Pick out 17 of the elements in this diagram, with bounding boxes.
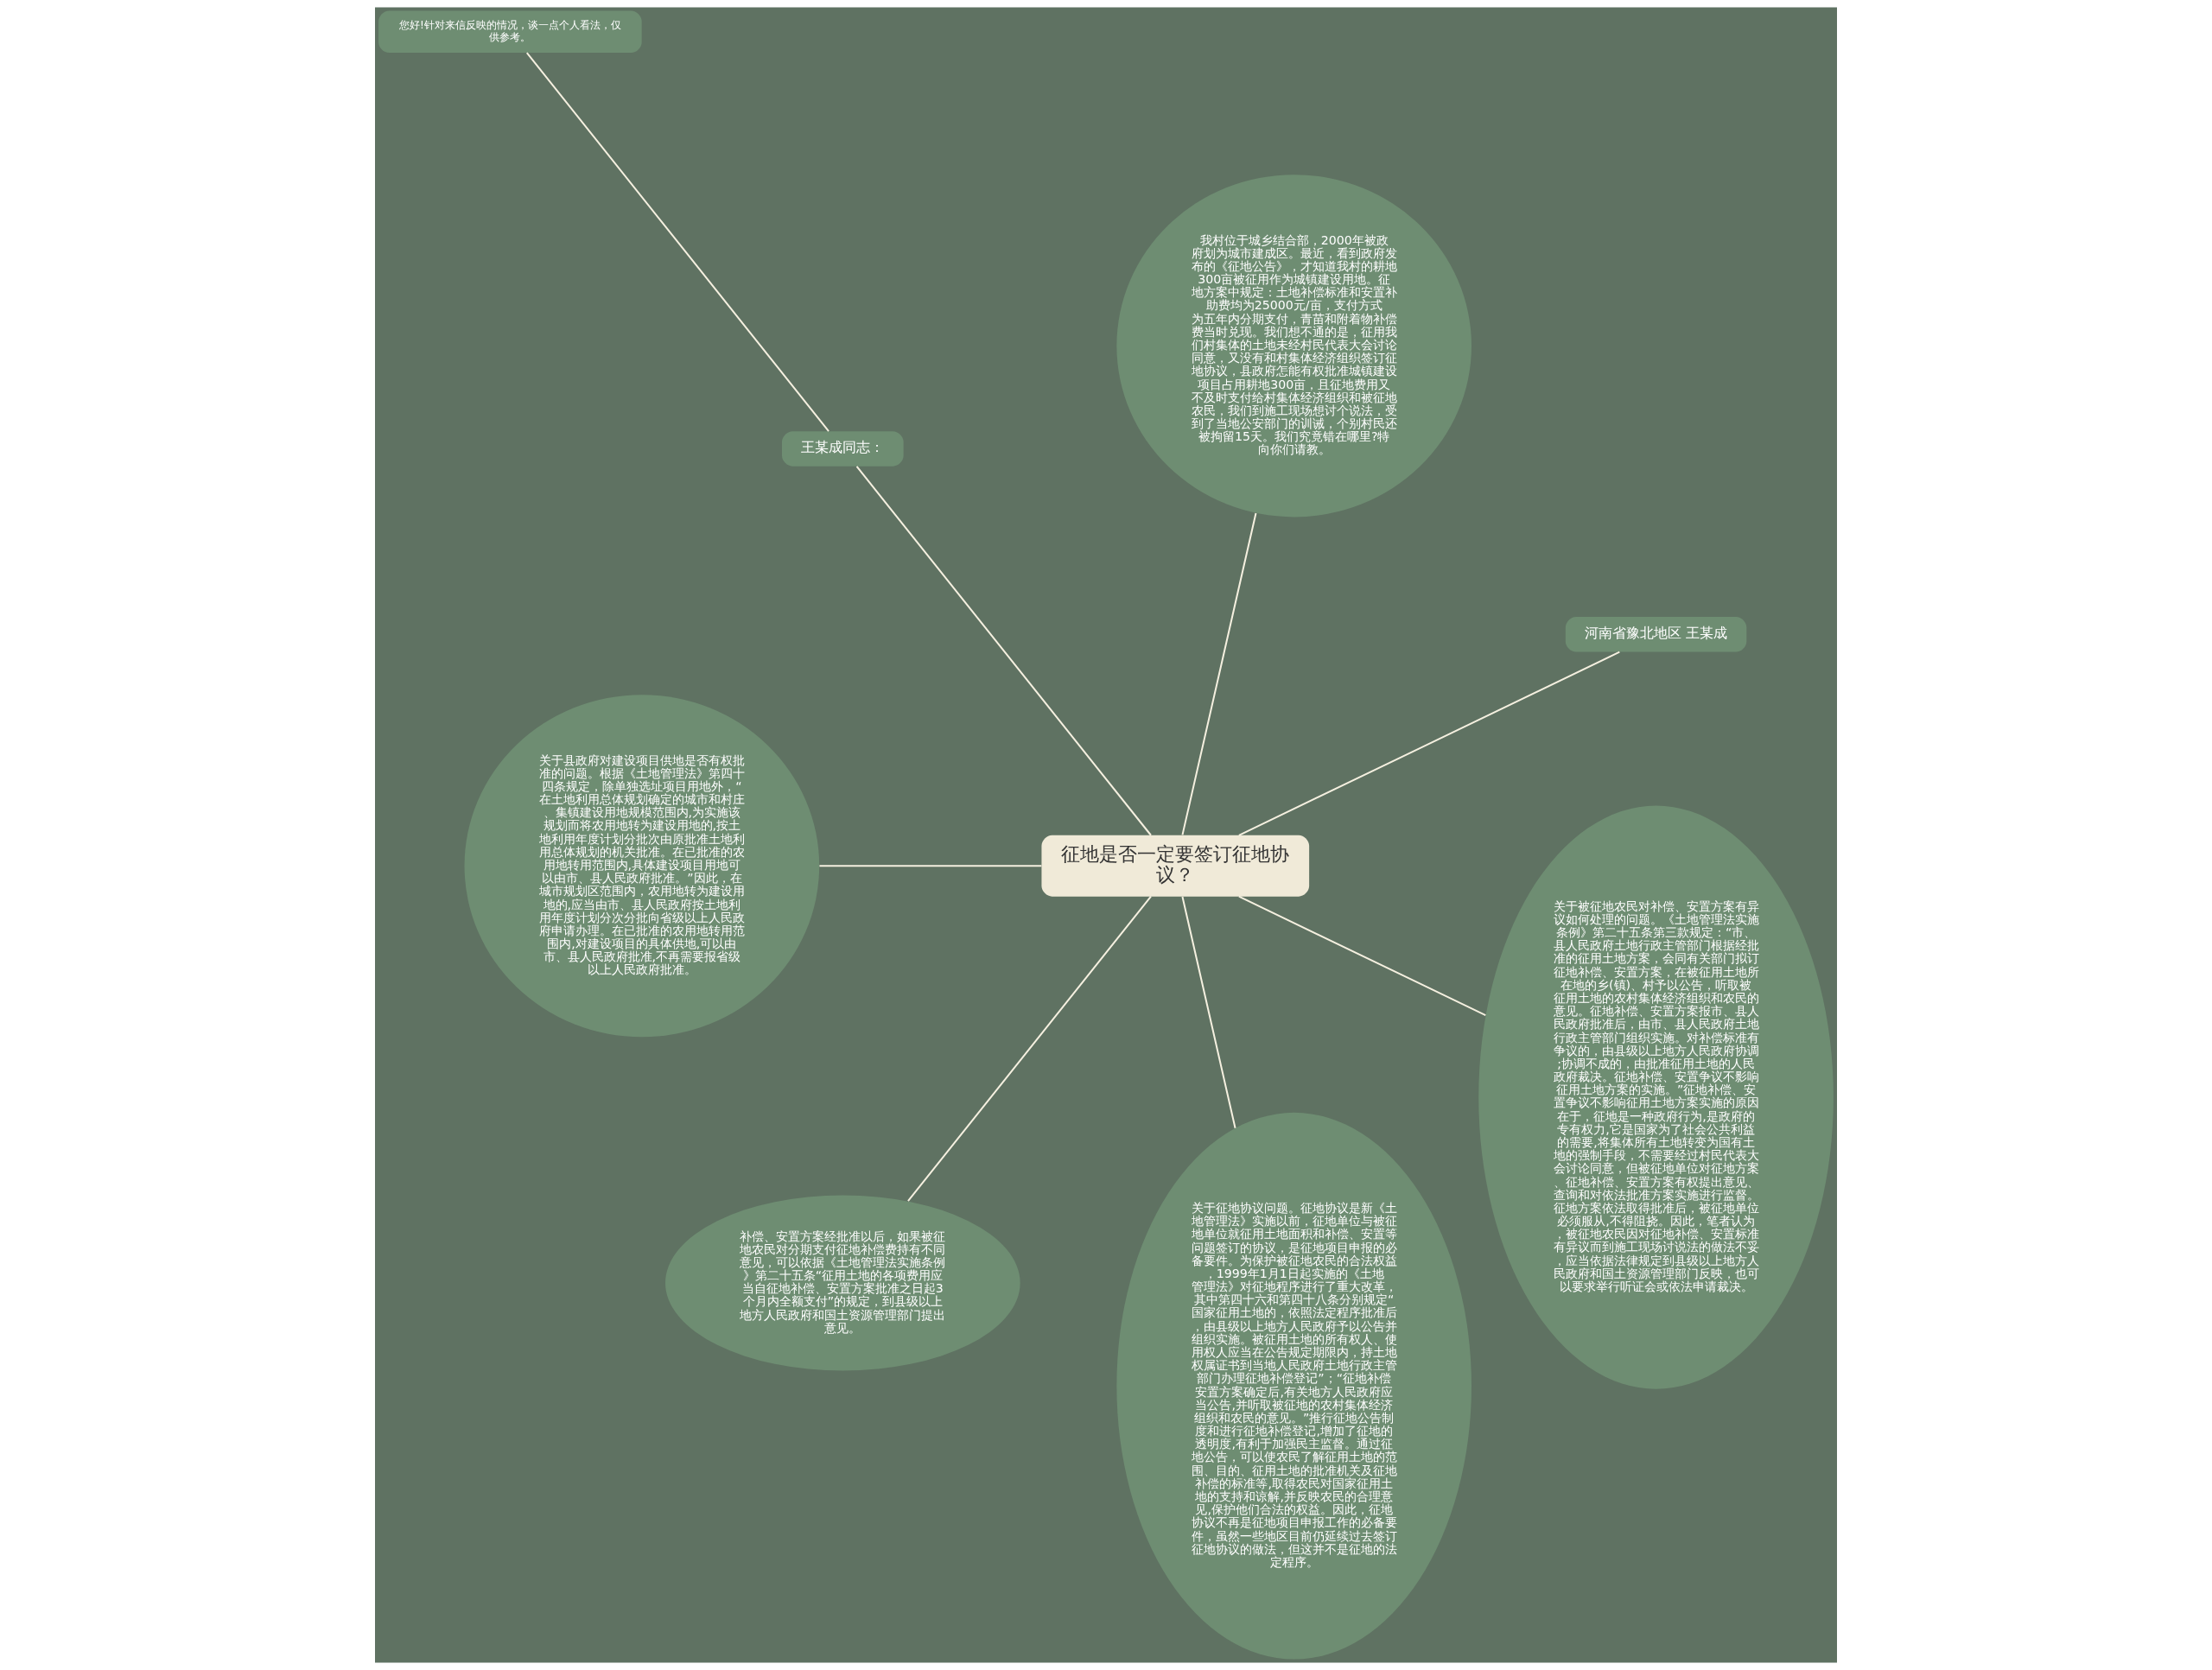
node-circle: 我村位于城乡结合部，2000年被政府划为城市建成区。最近，看到政府发布的《征地公告》，才知道我村的耕地300亩被征用作为城镇建设用地。征地方案中规定：土地补偿标准和安置补助费均为25000元/亩，支付方式为五年内分期支付，青苗和附着物补偿费当时兑现。我们想不通的是，征用我们村集体的土地未经村民代表大会讨论同意，又没有和村集体经济组织签订征地协议，县政府怎能有权批准城镇建设项目占用耕地300亩，且征地费用又不及时支付给村集体经济组织和被征地农民，我们到施工现场想讨个说法，受到了当地公安部门的训诫，个别村民还被拘留15天。我们究竟错在哪里?特向你们请教。: [1116, 175, 1471, 518]
connector: [1238, 651, 1620, 836]
connector: [855, 466, 1152, 836]
node-box: 征地是否一定要签订征地协议？: [1041, 835, 1310, 897]
connector: [526, 52, 830, 432]
connector: [1181, 512, 1257, 835]
node-box: 河南省豫北地区 王某成: [1565, 617, 1747, 652]
node-box: 您好!针对来信反映的情况，谈一点个人看法，仅供参考。: [378, 10, 642, 54]
node-circle: 关于县政府对建设项目供地是否有权批准的问题。根据《土地管理法》第四十四条规定，除单独选址项目用地外，“在土地利用总体规划确定的城市和村庄、集镇建设用地规模范围内,为实施该规划而将农用地转为建设用地的,按土地利用年度计划分批次由原批准土地利用总体规划的机关批准。在已批准的农用地转用范围内,具体建设项目用地可以由市、县人民政府批准。”因此，在城市规划区范围内，农用地转为建设用地的,应当由市、县人民政府按土地利用年度计划分次分批向省级以上人民政府申请办理。在已批准的农用地转用范围内,对建设项目的具体供地,可以由市、县人民政府批准,不再需要报省级以上人民政府批准。: [464, 695, 820, 1038]
connector: [1181, 896, 1236, 1128]
node-ellipse: 补偿、安置方案经批准以后，如果被征地农民对分期支付征地补偿费持有不同意见，可以依据《土地管理法实施条例》第二十五条“征用土地的各项费用应当自征地补偿、安置方案批准之日起3个月内全额支付”的规定，到县级以上地方人民政府和国土资源管理部门提出意见。: [665, 1195, 1020, 1371]
node-ellipse: 关于被征地农民对补偿、安置方案有异议如何处理的问题。《土地管理法实施条例》第二十五条第三款规定：“市、县人民政府土地行政主管部门根据经批准的征用土地方案，会同有关部门拟订征地补偿、安置方案，在被征用土地所在地的乡(镇)、村予以公告，听取被征用土地的农村集体经济组织和农民的意见。征地补偿、安置方案报市、县人民政府批准后，由市、县人民政府土地行政主管部门组织实施。对补偿标准有争议的，由县级以上地方人民政府协调;协调不成的，由批准征用土地的人民政府裁决。征地补偿、安置争议不影响征用土地方案的实施。”征地补偿、安置争议不影响征用土地方案实施的原因在于，征地是一种政府行为,是政府的专有权力,它是国家为了社会公共利益的需要,将集体所有土地转变为国有土地的强制手段，不需要经过村民代表大会讨论同意，但被征地单位对征地方案、征地补偿、安置方案有权提出意见、查询和对依法批准方案实施进行监督。征地方案依法取得批准后，被征地单位必须服从,不得阻挠。因此，笔者认为，被征地农民因对征地补偿、安置标准有异议而到施工现场讨说法的做法不妥，应当依据法律规定到县级以上地方人民政府和国土资源管理部门反映，也可以要求举行听证会或依法申请裁决。: [1478, 805, 1834, 1389]
connector: [907, 896, 1152, 1202]
node-box: 王某成同志：: [782, 431, 904, 467]
node-ellipse: 关于征地协议问题。征地协议是新《土地管理法》实施以前，征地单位与被征地单位就征用土地面积和补偿、安置等问题签订的协议，是征地项目申报的必备要件。为保护被征地农民的合法权益，1999年1月1日起实施的《土地管理法》对征地程序进行了重大改革，其中第四十六和第四十八条分别规定“国家征用土地的，依照法定程序批准后，由县级以上地方人民政府予以公告并组织实施。被征用土地的所有权人、使用权人应当在公告规定期限内，持土地权属证书到当地人民政府土地行政主管部门办理征地补偿登记”；“征地补偿安置方案确定后,有关地方人民政府应当公告,并听取被征地的农村集体经济组织和农民的意见。”推行征地公告制度和进行征地补偿登记,增加了征地的透明度,有利于加强民主监督。通过征地公告，可以使农民了解征用土地的范围、目的、征用土地的批准机关及征地补偿的标准等,取得农民对国家征用土地的支持和谅解,并反映农民的合理意见,保护他们合法的权益。因此，征地协议不再是征地项目申报工作的必备要件，虽然一些地区目前仍延续过去签订征地协议的做法，但这并不是征地的法定程序。: [1116, 1112, 1471, 1660]
connector: [819, 865, 1042, 867]
connector: [1238, 895, 1486, 1017]
